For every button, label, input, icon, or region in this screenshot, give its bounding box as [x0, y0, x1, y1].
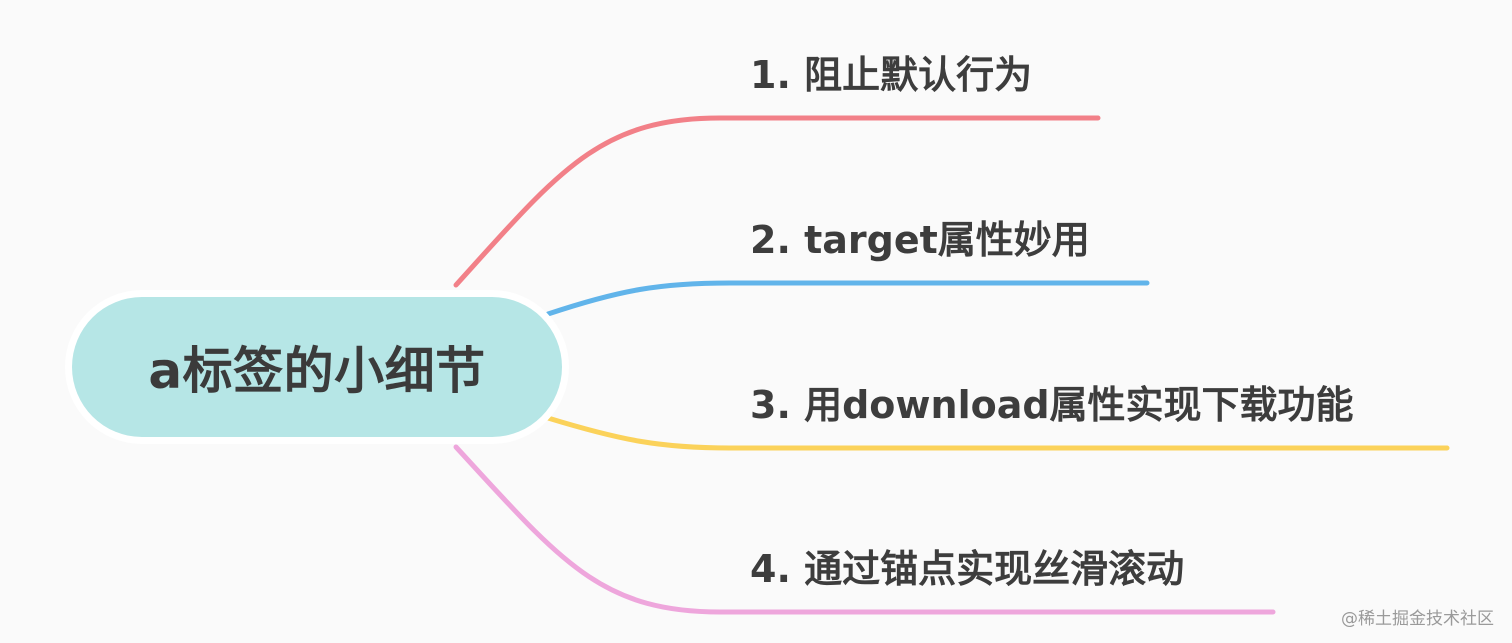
branch-3-label: 3. 用download属性实现下载功能 — [750, 383, 1354, 427]
watermark: @稀土掘金技术社区 — [1341, 609, 1494, 629]
branch-4-label: 4. 通过锚点实现丝滑滚动 — [750, 547, 1185, 591]
branch-1-connector — [453, 115, 1101, 288]
branch-2-label: 2. target属性妙用 — [750, 218, 1090, 262]
root-node-label: a标签的小细节 — [148, 342, 486, 400]
root-node: a标签的小细节 — [72, 297, 562, 437]
branch-3-connector — [545, 415, 1450, 451]
branch-1-label: 1. 阻止默认行为 — [750, 53, 1033, 97]
branch-4-connector — [453, 444, 1276, 615]
branch-2-connector — [545, 280, 1150, 317]
